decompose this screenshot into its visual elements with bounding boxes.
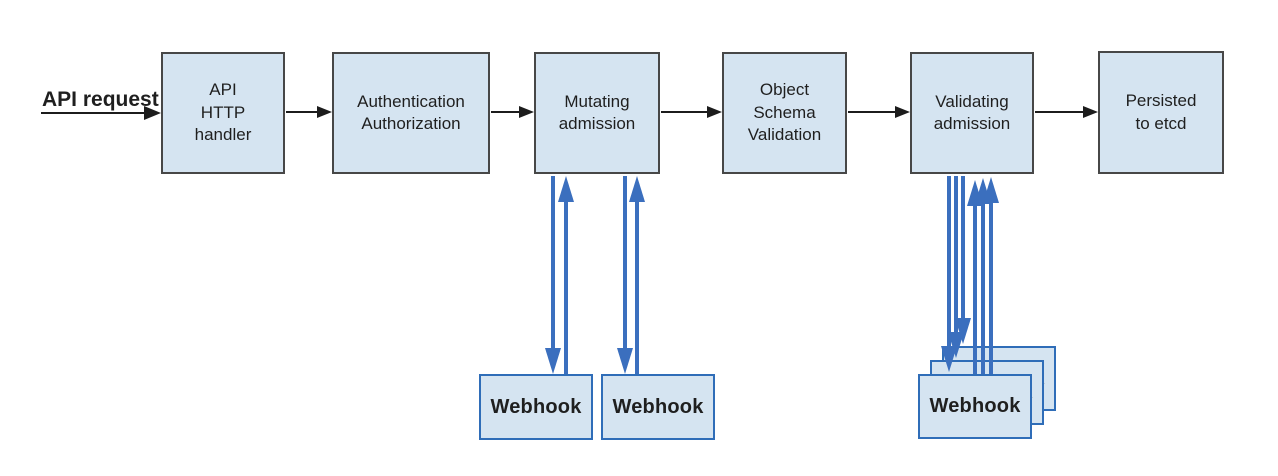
arrow-validating-down-1 xyxy=(941,176,957,372)
node-label: API HTTP handler xyxy=(194,80,252,145)
arrow-validating-up-2 xyxy=(975,178,991,374)
node-label: Object Schema Validation xyxy=(747,80,822,145)
arrow-mutating-to-schema xyxy=(661,106,722,118)
node-api-http-handler: API HTTP handler xyxy=(161,52,285,174)
webhook-box-mutating-2: Webhook xyxy=(601,374,715,440)
webhook-label: Webhook xyxy=(612,395,704,418)
node-authentication-authorization: Authentication Authorization xyxy=(332,52,490,174)
webhook-box-validating-front: Webhook xyxy=(918,374,1032,439)
arrow-validating-down-2 xyxy=(948,176,964,358)
arrow-mutating-webhook1-up xyxy=(558,176,574,374)
node-validating-admission: Validating admission xyxy=(910,52,1034,174)
webhook-box-mutating-1: Webhook xyxy=(479,374,593,440)
arrow-validating-up-3 xyxy=(983,177,999,374)
arrow-auth-to-mutating xyxy=(491,106,534,118)
arrow-validating-to-etcd xyxy=(1035,106,1098,118)
node-persisted-to-etcd: Persisted to etcd xyxy=(1098,51,1224,174)
node-label: Authentication Authorization xyxy=(357,91,465,133)
arrow-mutating-webhook1-down xyxy=(545,176,561,374)
arrow-mutating-webhook2-up xyxy=(629,176,645,374)
node-label: Mutating admission xyxy=(558,91,636,133)
webhook-label: Webhook xyxy=(929,395,1021,418)
webhook-label: Webhook xyxy=(490,395,582,418)
node-label: Persisted to etcd xyxy=(1125,91,1197,133)
node-object-schema-validation: Object Schema Validation xyxy=(722,52,847,174)
arrow-mutating-webhook2-down xyxy=(617,176,633,374)
node-label: Validating admission xyxy=(933,91,1011,133)
api-request-label: API request xyxy=(42,88,159,111)
arrow-validating-down-3 xyxy=(955,176,971,344)
node-mutating-admission: Mutating admission xyxy=(534,52,660,174)
arrow-handler-to-auth xyxy=(286,106,332,118)
arrow-schema-to-validating xyxy=(848,106,910,118)
arrow-validating-up-1 xyxy=(967,180,983,374)
